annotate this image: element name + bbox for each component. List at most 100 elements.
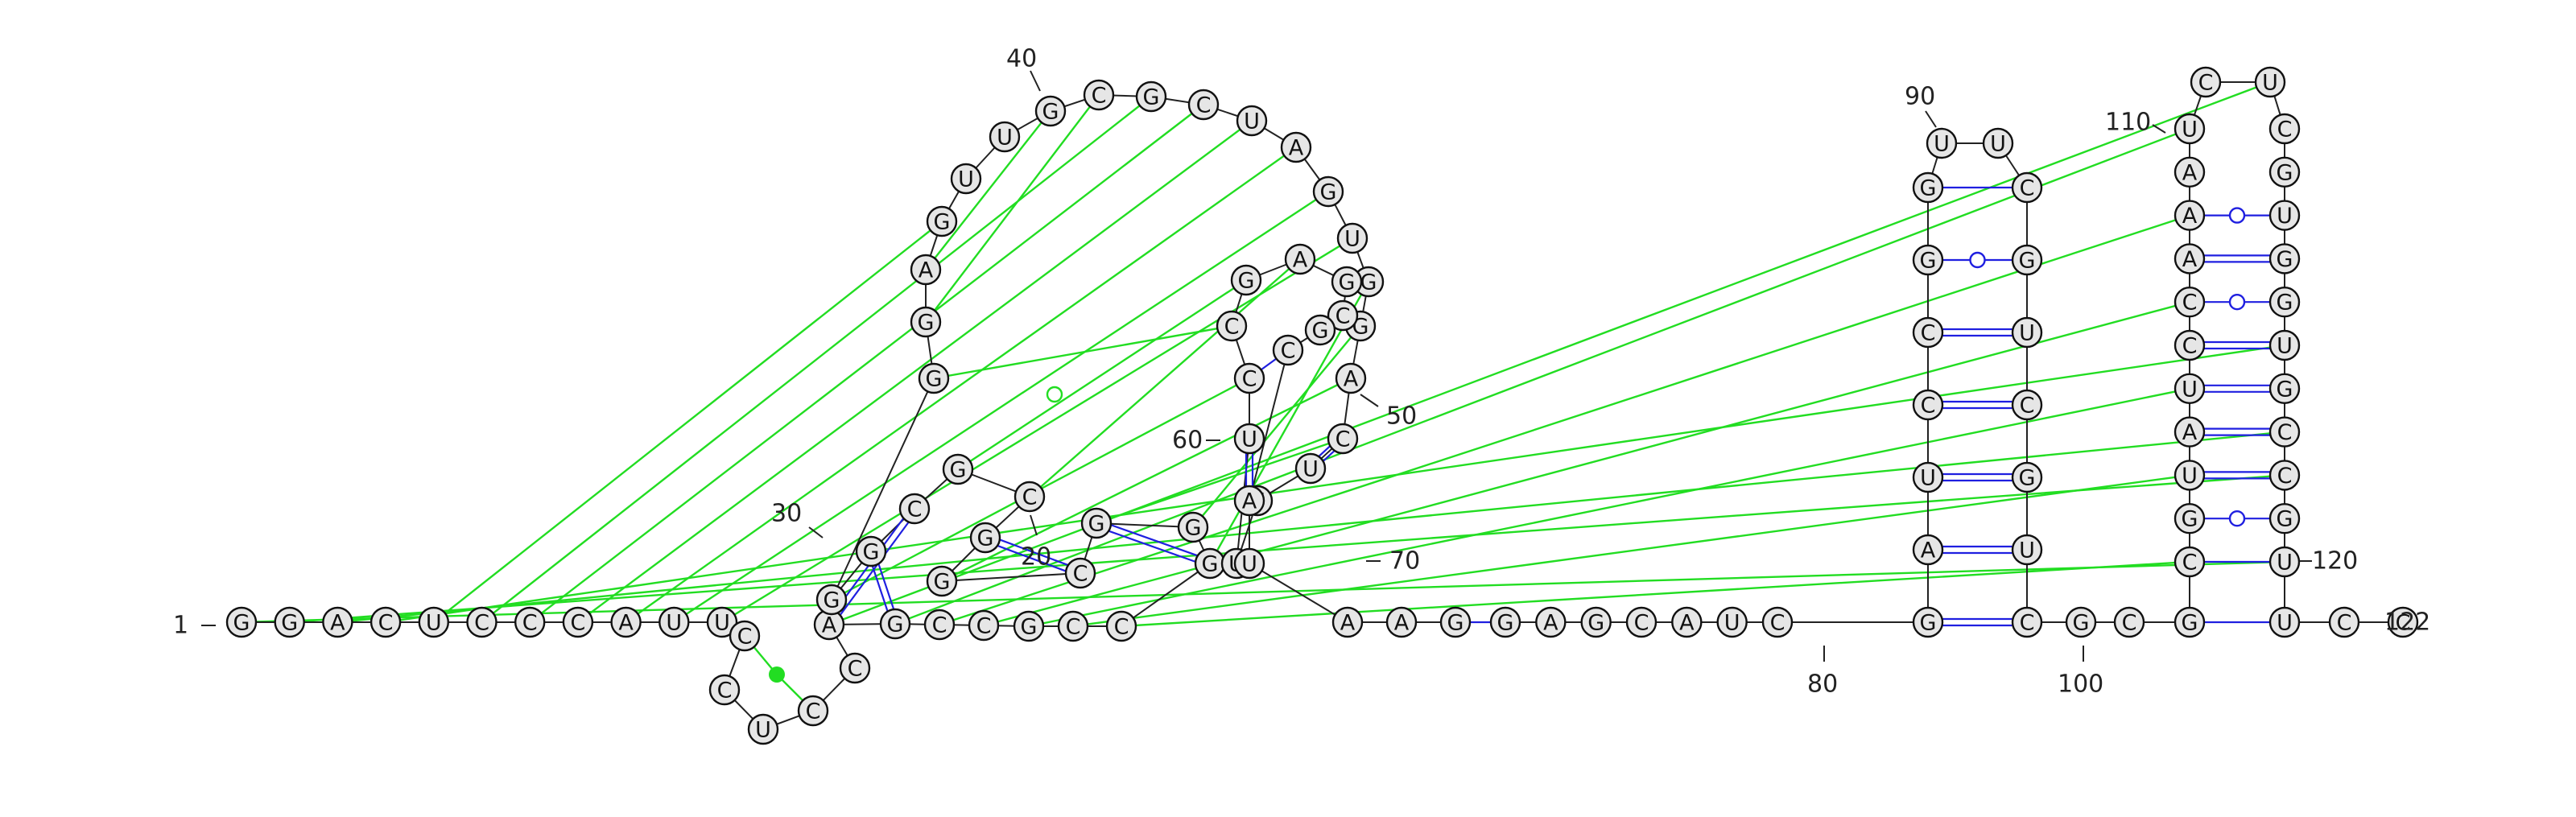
nucleotide-base: A [1289,136,1304,161]
number-label: 110 [2105,109,2151,137]
nucleotide-base: A [1344,367,1359,392]
nucleotide: C [369,606,402,638]
number-label: 1 [173,612,188,640]
nucleotide: G [1439,606,1472,638]
nucleotide-base: C [907,497,923,522]
nucleotide: A [610,606,642,638]
nucleotide: C [1083,79,1115,111]
nucleotide-base: C [2277,420,2293,445]
nucleotide-circle [1535,606,1567,638]
nucleotide-circle [797,695,829,727]
nucleotide-circle [910,254,942,286]
base-pair-line [1108,530,1196,563]
pseudoknot-line [939,214,2190,626]
number-label: 90 [1905,83,1935,111]
nucleotide-circle [942,453,974,485]
nucleotide-circle [418,606,449,638]
nucleotide-base: U [958,167,974,192]
nucleotide: G [2174,503,2206,534]
nucleotide-base: U [755,718,771,743]
nucleotide: G [969,522,1001,554]
nucleotide: C [898,493,931,525]
nucleotide-circle [2011,171,2043,204]
nucleotide: C [2113,606,2145,638]
nucleotide: C [1187,89,1220,121]
nucleotide-base: G [1447,611,1464,636]
nucleotide-circle [274,606,305,638]
nucleotide-circle [1233,547,1265,580]
nucleotide-base: G [2277,247,2293,272]
nucleotide-base: A [2182,160,2198,185]
nucleotide-circle [562,606,594,638]
nucleotide-base: U [1241,552,1257,577]
gu-pair-marker [2228,510,2246,527]
nucleotide-base: U [2277,611,2293,636]
nucleotide-circle [1336,222,1368,254]
nucleotide-base: A [822,613,837,638]
nucleotide-circle [2268,287,2301,318]
nucleotide-circle [879,608,911,640]
pseudoknot-line [721,237,1353,624]
nucleotide: C [2268,113,2301,145]
nucleotide: G [1912,171,1944,204]
nucleotide-base: G [281,611,298,636]
nucleotide: G [918,362,950,394]
pseudoknot-line [925,94,1100,323]
nucleotide-circle [2174,113,2206,145]
nucleotide-circle [2174,503,2206,534]
nucleotide-base: G [2277,291,2293,316]
nucleotide: C [968,609,1000,642]
nucleotide-base: U [2019,538,2035,563]
pseudoknot-line [385,344,2285,624]
nucleotide-base: U [1920,466,1936,491]
nucleotide-circle [1912,244,1944,276]
nucleotide: U [2268,200,2301,231]
nucleotide-circle [1912,606,1944,638]
nucleotide-base: G [1497,611,1514,636]
nucleotide-base: G [1920,611,1937,636]
nucleotide-base: A [1293,248,1308,273]
nucleotide-circle [1080,507,1113,539]
nucleotide-circle [2268,503,2301,534]
nucleotide-circle [950,163,982,195]
nucleotide-circle [918,362,950,394]
nucleotide-circle [1439,606,1472,638]
nucleotide-base: A [919,258,934,283]
nucleotide-circle [923,609,956,641]
nucleotide-circle [1335,362,1367,394]
backbone-segment [831,378,935,600]
nucleotide-base: G [950,458,967,483]
nucleotide: U [2268,546,2301,578]
nucleotide: A [322,606,353,638]
nucleotide: G [1312,175,1344,208]
nucleotide: C [2011,389,2043,421]
nucleotide-base: C [2182,291,2198,316]
nucleotide-base: G [887,613,904,638]
nucleotide-circle [2174,243,2206,274]
nucleotide: A [2174,243,2206,274]
nucleotide-circle [2011,534,2043,566]
nucleotide: C [466,606,497,638]
nucleotide-base: G [934,570,951,595]
base-pair-line [1110,524,1198,557]
nucleotide-circle [1982,127,2014,159]
nucleotide: C [1327,423,1359,455]
nucleotide: G [926,565,958,597]
nucleotide-base: C [1073,562,1088,587]
nucleotide-circle [1331,266,1363,298]
pseudoknot-marker [1046,386,1063,403]
backbone-segment [941,572,1081,582]
number-label: 60 [1172,427,1203,455]
nucleotide: U [706,606,738,638]
nucleotide: A [1233,485,1265,517]
nucleotide-circle [225,606,258,638]
nucleotide-base: C [2020,611,2035,636]
nucleotide: C [2268,460,2301,491]
nucleotide: U [1982,127,2014,159]
nucleotide: U [2011,316,2043,349]
backbone-segment [1121,563,1211,627]
nucleotide: G [910,306,942,338]
nucleotide-circle [1489,606,1521,638]
nucleotide-circle [2174,416,2206,448]
